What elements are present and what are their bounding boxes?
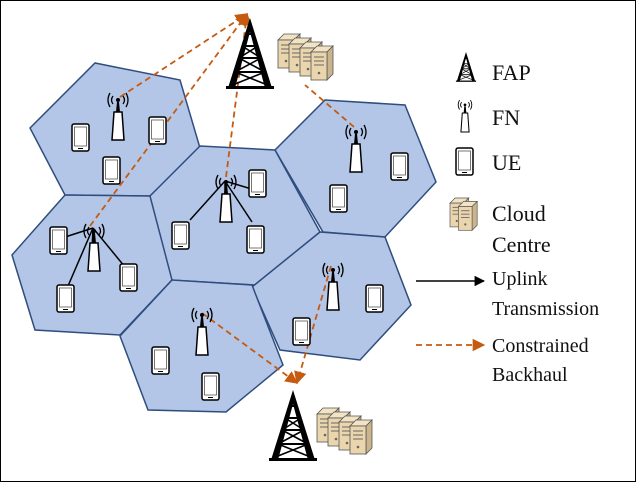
phone-icon [119, 263, 138, 292]
legend-backhaul-label-1: Constrained [492, 335, 589, 357]
phone-icon [329, 184, 348, 213]
phone-icon [102, 156, 121, 185]
backhaul-links [89, 12, 355, 385]
legend-ue-label: UE [492, 150, 521, 175]
phone-icon [171, 221, 190, 250]
legend-cloud-label-2: Centre [492, 232, 551, 257]
legend-backhaul: Constrained Backhaul [416, 335, 589, 386]
legend: FAP FN UE Cloud Centre Uplink Transmissi… [416, 51, 599, 386]
phone-icon [292, 317, 311, 346]
phone-icon [151, 346, 170, 375]
legend-cloud: Cloud Centre [449, 197, 551, 257]
server-rack-icon [278, 34, 333, 80]
legend-fap-label: FAP [492, 60, 531, 85]
legend-fn-label: FN [492, 105, 520, 130]
server-rack-icon [449, 197, 478, 231]
phone-icon [148, 116, 167, 145]
legend-uplink: Uplink Transmission [416, 268, 599, 320]
phone-icon [56, 284, 75, 313]
phone-icon [71, 123, 90, 152]
phone-icon [248, 169, 267, 198]
legend-cloud-label-1: Cloud [492, 201, 546, 226]
phone-icon [455, 147, 474, 176]
legend-fap: FAP [455, 51, 531, 85]
legend-backhaul-label-2: Backhaul [492, 364, 568, 386]
legend-uplink-label-1: Uplink [492, 268, 548, 290]
server-rack-icon [317, 408, 372, 454]
legend-uplink-label-2: Transmission [492, 298, 599, 320]
phone-icon [201, 372, 220, 401]
tower-icon [225, 17, 275, 90]
legend-ue: UE [455, 147, 521, 176]
legend-fn: FN [457, 99, 520, 133]
phone-icon [49, 226, 68, 255]
cell-grid [11, 62, 437, 413]
tower-icon [268, 389, 318, 462]
phone-icon [365, 284, 384, 313]
phone-icon [246, 225, 265, 254]
phone-icon [390, 152, 409, 181]
